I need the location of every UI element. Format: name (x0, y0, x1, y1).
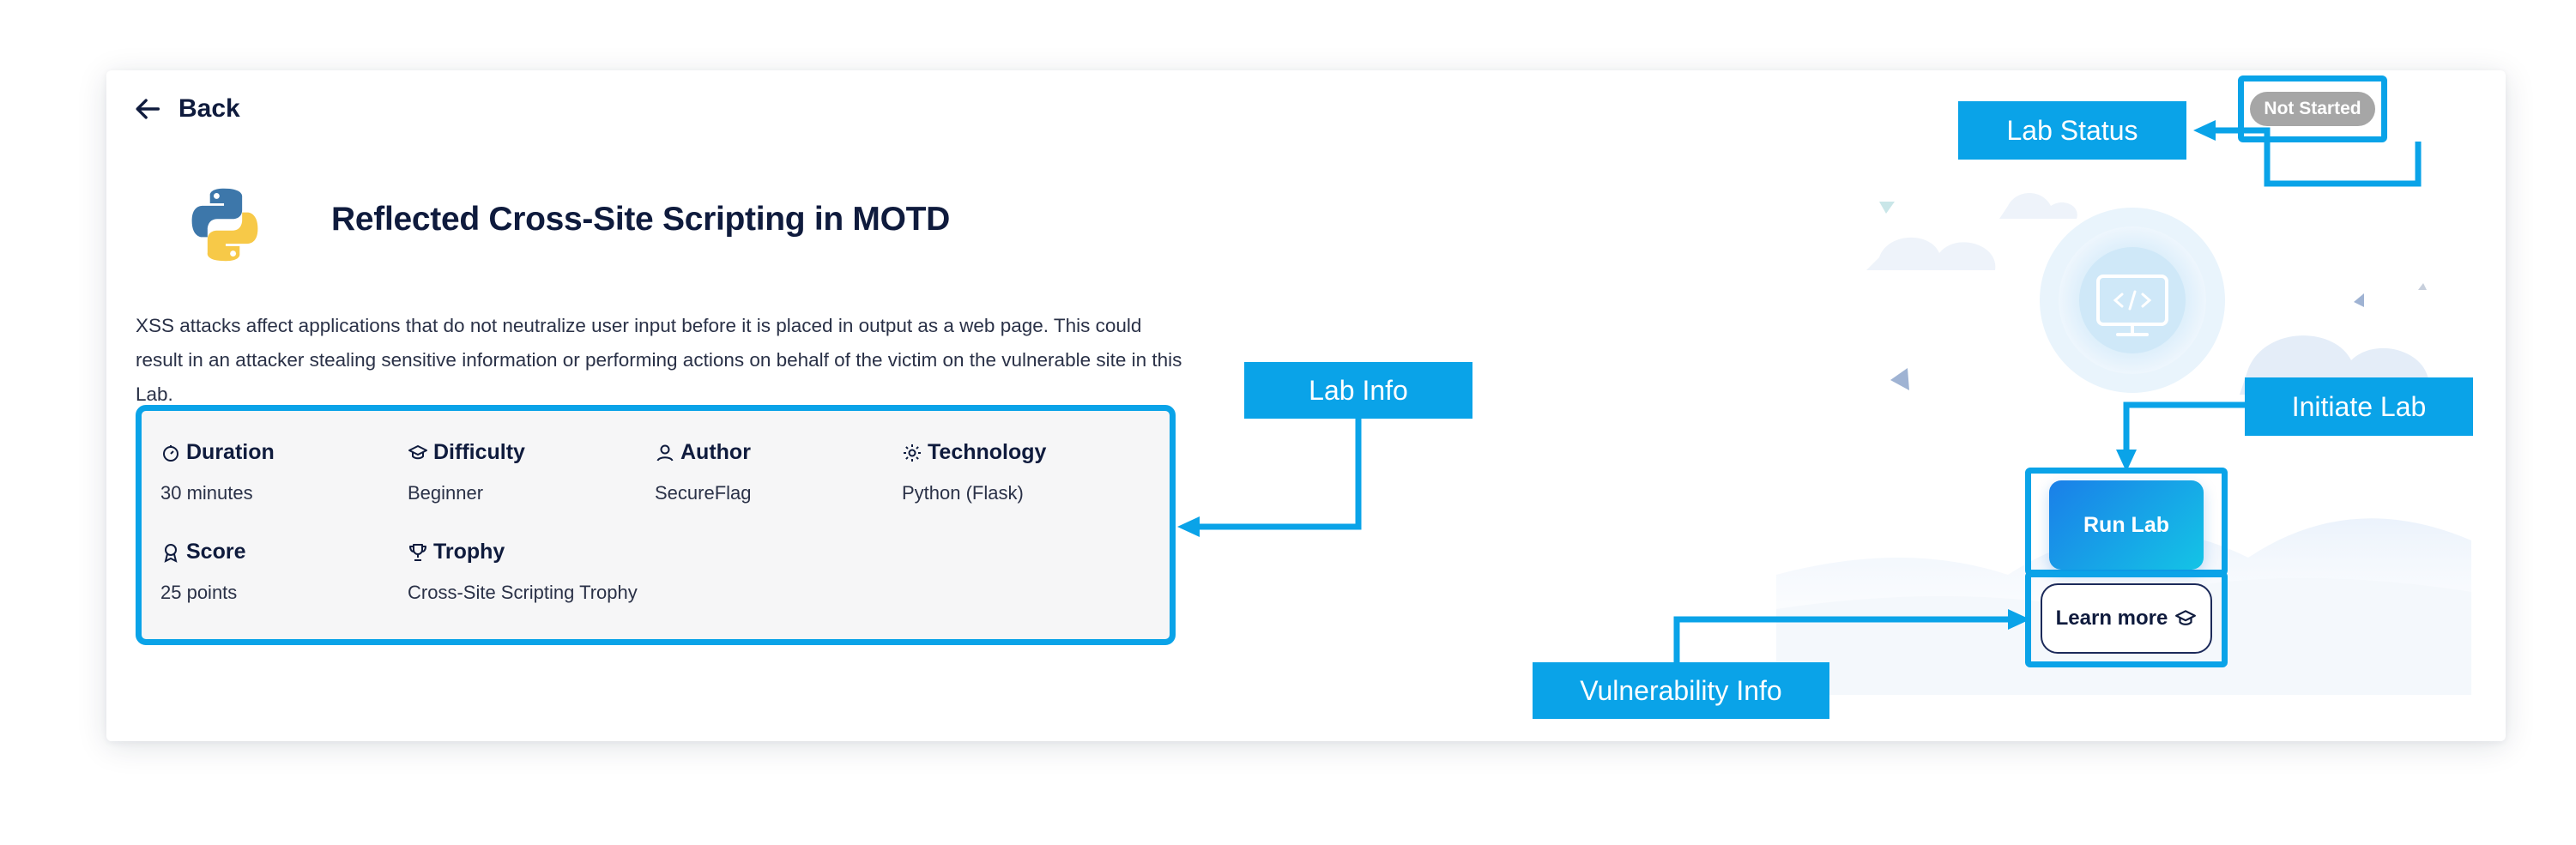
info-duration: Duration 30 minutes (160, 440, 401, 504)
difficulty-value: Beginner (408, 482, 484, 504)
vulnerability-info-callout: Vulnerability Info (1533, 662, 1829, 719)
info-score: Score 25 points (160, 540, 401, 604)
timer-icon (163, 444, 178, 462)
lab-info-callout: Lab Info (1244, 362, 1472, 419)
info-author: Author SecureFlag (655, 440, 895, 504)
author-value: SecureFlag (655, 482, 752, 504)
trophy-icon (409, 543, 426, 561)
lab-info-panel: Duration 30 minutes Difficulty Beginner … (136, 405, 1176, 645)
medal-icon (164, 543, 178, 563)
learn-more-button[interactable]: Learn more (2041, 583, 2212, 654)
back-label: Back (178, 94, 240, 123)
arrow-left-icon (136, 99, 160, 119)
learn-more-label: Learn more (2055, 607, 2168, 630)
info-technology: Technology Python (Flask) (902, 440, 1142, 504)
graduation-cap-icon (2175, 610, 2197, 625)
gear-icon (904, 444, 921, 462)
score-value: 25 points (160, 582, 238, 603)
lab-title: Reflected Cross-Site Scripting in MOTD (331, 201, 951, 238)
run-lab-button[interactable]: Run Lab (2049, 480, 2204, 570)
python-logo-icon (191, 188, 258, 262)
initiate-lab-callout: Initiate Lab (2245, 377, 2473, 436)
graduation-cap-icon (408, 444, 427, 459)
technology-value: Python (Flask) (902, 482, 1024, 504)
trophy-value: Cross-Site Scripting Trophy (408, 582, 638, 603)
user-icon (656, 444, 674, 462)
duration-value: 30 minutes (160, 482, 253, 504)
info-trophy: Trophy Cross-Site Scripting Trophy (408, 540, 717, 604)
lab-description: XSS attacks affect applications that do … (136, 315, 1182, 405)
info-difficulty: Difficulty Beginner (408, 440, 648, 504)
status-badge: Not Started (2250, 92, 2375, 126)
lab-card: Back Reflected Cross-Site Scripting in M… (106, 70, 2506, 741)
back-button[interactable]: Back (134, 94, 240, 124)
lab-status-callout: Lab Status (1958, 101, 2186, 160)
